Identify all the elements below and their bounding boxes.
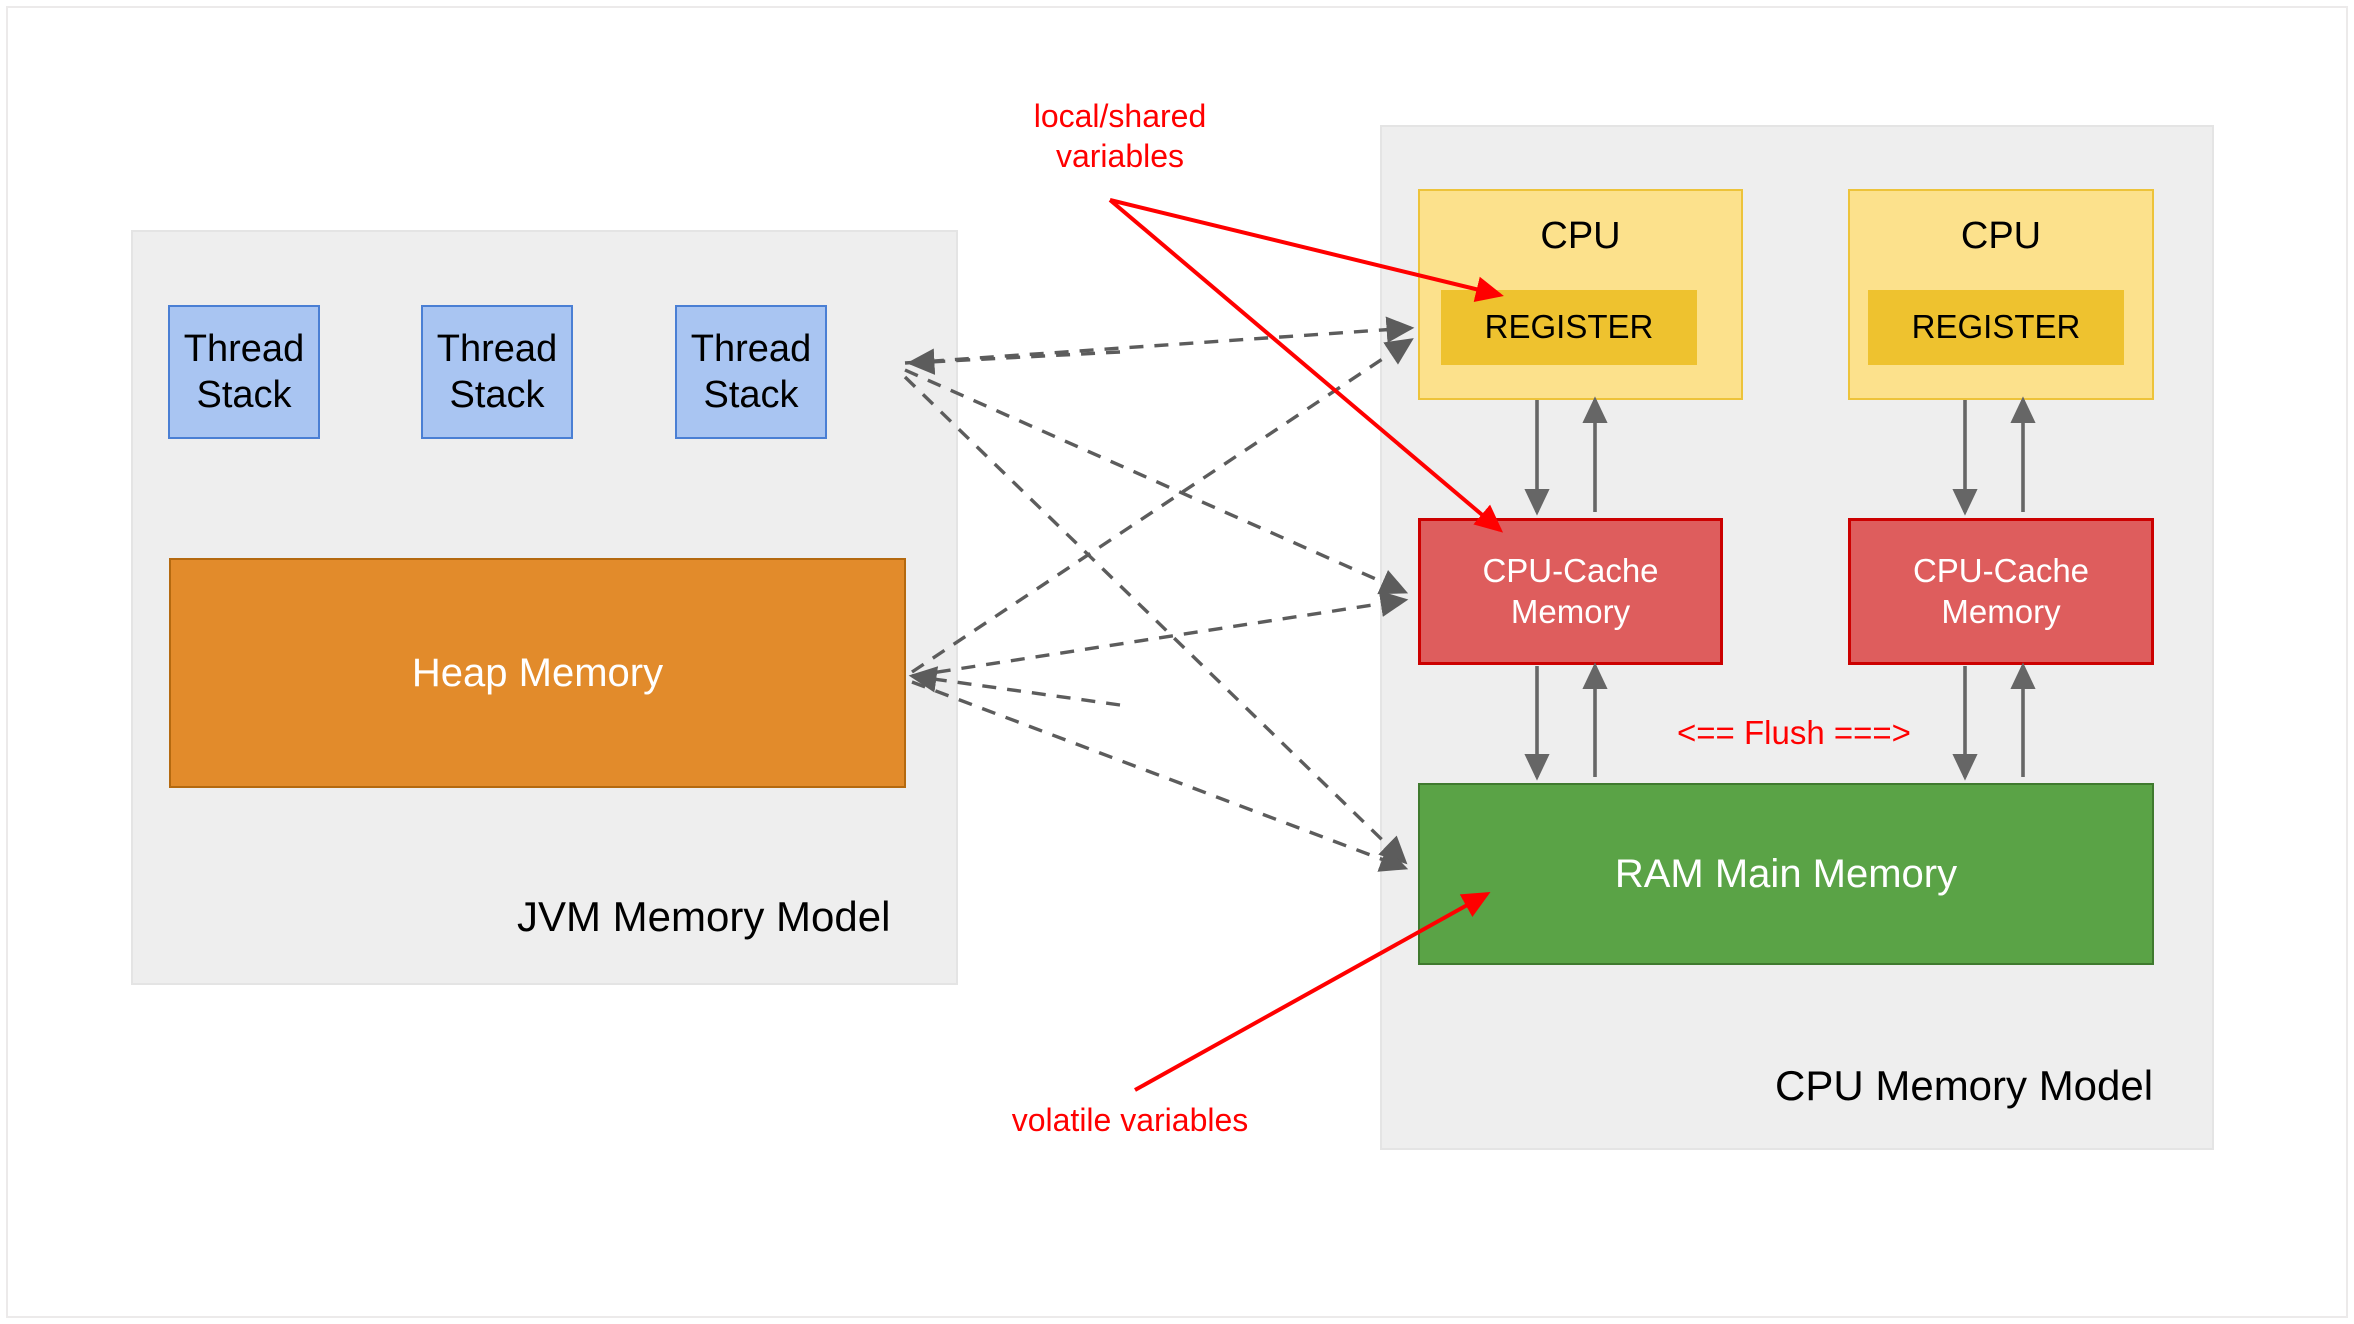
register-box-1[interactable]: REGISTER — [1441, 290, 1697, 365]
ram-main-memory-box[interactable]: RAM Main Memory — [1418, 783, 2154, 965]
flush-label: <== Flush ===> — [1677, 714, 1911, 751]
register-box-2[interactable]: REGISTER — [1868, 290, 2124, 365]
volatile-variables-annotation: volatile variables — [1011, 1102, 1249, 1138]
cpu-memory-model-label: CPU Memory Model — [1775, 1062, 2154, 1109]
jvm-memory-model-label: JVM Memory Model — [517, 893, 891, 940]
heap-memory-box[interactable]: Heap Memory — [169, 558, 906, 788]
